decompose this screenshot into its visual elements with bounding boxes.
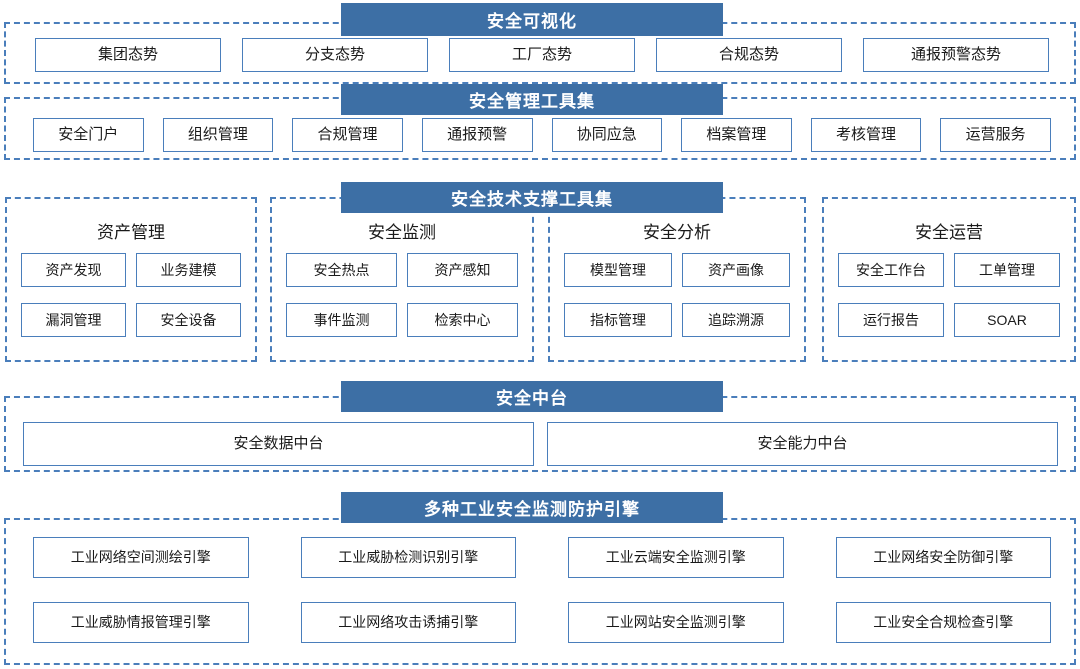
- monitoring-item-2[interactable]: 事件监测: [286, 303, 397, 337]
- visualization-item-1[interactable]: 分支态势: [242, 38, 428, 72]
- section-industrial-security-engines: 工业网络空间测绘引擎 工业威胁检测识别引擎 工业云端安全监测引擎 工业网络安全防…: [4, 518, 1076, 665]
- panel-asset-management: 资产管理 资产发现 业务建模 漏洞管理 安全设备: [5, 197, 257, 362]
- engine-item-4[interactable]: 工业威胁情报管理引擎: [33, 602, 249, 643]
- monitoring-item-0[interactable]: 安全热点: [286, 253, 397, 287]
- panel-security-operations: 安全运营 安全工作台 工单管理 运行报告 SOAR: [822, 197, 1076, 362]
- middle-platform-item-0[interactable]: 安全数据中台: [23, 422, 534, 466]
- asset-item-0[interactable]: 资产发现: [21, 253, 126, 287]
- engine-item-6[interactable]: 工业网站安全监测引擎: [568, 602, 784, 643]
- panel-title-security-monitoring: 安全监测: [368, 223, 436, 242]
- middle-platform-item-1[interactable]: 安全能力中台: [547, 422, 1058, 466]
- asset-item-2[interactable]: 漏洞管理: [21, 303, 126, 337]
- operations-item-0[interactable]: 安全工作台: [838, 253, 944, 287]
- operations-item-3[interactable]: SOAR: [954, 303, 1060, 337]
- panel-grid-security-analysis: 模型管理 资产画像 指标管理 追踪溯源: [564, 253, 790, 337]
- section-security-management-toolset: 安全门户 组织管理 合规管理 通报预警 协同应急 档案管理 考核管理 运营服务: [4, 97, 1076, 160]
- visualization-item-0[interactable]: 集团态势: [35, 38, 221, 72]
- section-banner-security-visualization: 安全可视化: [341, 3, 723, 36]
- management-item-1[interactable]: 组织管理: [162, 118, 274, 152]
- analysis-item-3[interactable]: 追踪溯源: [682, 303, 790, 337]
- visualization-item-2[interactable]: 工厂态势: [449, 38, 635, 72]
- management-item-0[interactable]: 安全门户: [33, 118, 144, 152]
- engine-item-7[interactable]: 工业安全合规检查引擎: [835, 602, 1051, 643]
- panel-title-security-operations: 安全运营: [915, 223, 983, 242]
- panel-security-analysis: 安全分析 模型管理 资产画像 指标管理 追踪溯源: [548, 197, 806, 362]
- engine-item-3[interactable]: 工业网络安全防御引擎: [835, 537, 1051, 578]
- management-item-7[interactable]: 运营服务: [940, 118, 1051, 152]
- engine-item-0[interactable]: 工业网络空间测绘引擎: [33, 537, 249, 578]
- panel-grid-security-monitoring: 安全热点 资产感知 事件监测 检索中心: [286, 253, 518, 337]
- monitoring-item-3[interactable]: 检索中心: [407, 303, 518, 337]
- panel-security-monitoring: 安全监测 安全热点 资产感知 事件监测 检索中心: [270, 197, 534, 362]
- management-item-6[interactable]: 考核管理: [810, 118, 922, 152]
- operations-item-2[interactable]: 运行报告: [838, 303, 944, 337]
- section-banner-security-tech-support-toolset: 安全技术支撑工具集: [341, 182, 723, 213]
- visualization-item-3[interactable]: 合规态势: [656, 38, 842, 72]
- engine-item-grid: 工业网络空间测绘引擎 工业威胁检测识别引擎 工业云端安全监测引擎 工业网络安全防…: [33, 537, 1051, 643]
- management-item-row: 安全门户 组织管理 合规管理 通报预警 协同应急 档案管理 考核管理 运营服务: [33, 118, 1051, 152]
- operations-item-1[interactable]: 工单管理: [954, 253, 1060, 287]
- middle-platform-item-row: 安全数据中台 安全能力中台: [23, 422, 1058, 466]
- panel-title-security-analysis: 安全分析: [643, 223, 711, 242]
- monitoring-item-1[interactable]: 资产感知: [407, 253, 518, 287]
- management-item-2[interactable]: 合规管理: [292, 118, 403, 152]
- engine-item-2[interactable]: 工业云端安全监测引擎: [568, 537, 784, 578]
- engine-item-1[interactable]: 工业威胁检测识别引擎: [300, 537, 516, 578]
- asset-item-3[interactable]: 安全设备: [136, 303, 241, 337]
- analysis-item-1[interactable]: 资产画像: [682, 253, 790, 287]
- visualization-item-row: 集团态势 分支态势 工厂态势 合规态势 通报预警态势: [35, 38, 1049, 72]
- visualization-item-4[interactable]: 通报预警态势: [863, 38, 1049, 72]
- engine-item-5[interactable]: 工业网络攻击诱捕引擎: [300, 602, 516, 643]
- analysis-item-0[interactable]: 模型管理: [564, 253, 672, 287]
- management-item-4[interactable]: 协同应急: [551, 118, 663, 152]
- asset-item-1[interactable]: 业务建模: [136, 253, 241, 287]
- section-security-middle-platform: 安全数据中台 安全能力中台: [4, 396, 1076, 472]
- analysis-item-2[interactable]: 指标管理: [564, 303, 672, 337]
- section-banner-industrial-security-engines: 多种工业安全监测防护引擎: [341, 492, 723, 523]
- section-banner-security-middle-platform: 安全中台: [341, 381, 723, 412]
- panel-title-asset-management: 资产管理: [97, 223, 165, 242]
- panel-grid-security-operations: 安全工作台 工单管理 运行报告 SOAR: [838, 253, 1060, 337]
- management-item-5[interactable]: 档案管理: [681, 118, 792, 152]
- section-banner-security-management-toolset: 安全管理工具集: [341, 84, 723, 115]
- panel-grid-asset-management: 资产发现 业务建模 漏洞管理 安全设备: [21, 253, 241, 337]
- management-item-3[interactable]: 通报预警: [421, 118, 533, 152]
